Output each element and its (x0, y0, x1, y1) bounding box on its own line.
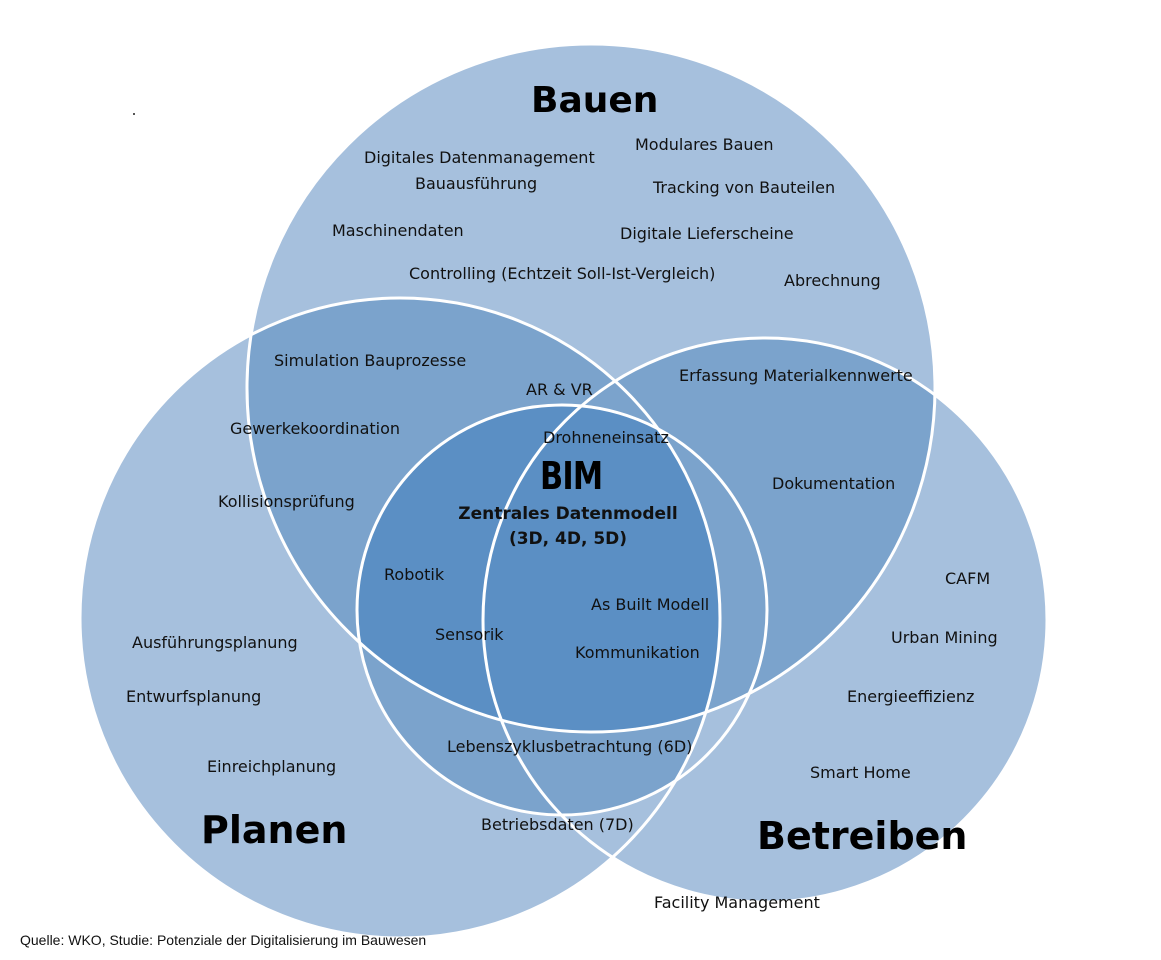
betreiben-item: Facility Management (654, 893, 820, 912)
betreiben-item: CAFM (945, 569, 991, 588)
planen-item: Einreichplanung (207, 757, 337, 776)
center-line-1: Zentrales Datenmodell (458, 504, 678, 524)
bauen-item: Maschinendaten (332, 221, 464, 240)
planen-betreiben-item: Betriebsdaten (7D) (481, 815, 634, 834)
bauen-betreiben-item: Erfassung Materialkennwerte (679, 366, 913, 385)
bauen-item: Digitales Datenmanagement (364, 148, 595, 167)
bauen-item: Controlling (Echtzeit Soll-Ist-Vergleich… (409, 264, 716, 283)
center-item: Sensorik (435, 625, 504, 644)
bauen-item: Abrechnung (784, 271, 881, 290)
planen-betreiben-item: Lebenszyklusbetrachtung (6D) (447, 737, 693, 756)
center-item: Drohneneinsatz (543, 428, 669, 447)
planen-item: Entwurfsplanung (126, 687, 262, 706)
outline-planen-betreiben (355, 403, 769, 817)
source-note: Quelle: WKO, Studie: Potenziale der Digi… (20, 932, 427, 948)
bauen-planen-item: Gewerkekoordination (230, 419, 401, 438)
title-betreiben: Betreiben (757, 814, 968, 858)
betreiben-item: Smart Home (810, 763, 911, 782)
outline-planen (78, 296, 722, 940)
center-item: AR & VR (526, 380, 593, 399)
stray-dot (133, 113, 135, 115)
outline-bauen (245, 42, 937, 734)
betreiben-item: Urban Mining (891, 628, 998, 647)
center-line-2: (3D, 4D, 5D) (508, 529, 628, 549)
bauen-planen-item: Simulation Bauprozesse (274, 351, 467, 370)
bauen-planen-item: Kollisionsprüfung (218, 492, 355, 511)
bauen-item: Bauausführung (415, 174, 538, 193)
center-item: As Built Modell (591, 595, 710, 614)
bauen-item: Modulares Bauen (635, 135, 774, 154)
center-item: Robotik (384, 565, 445, 584)
bauen-item: Tracking von Bauteilen (653, 178, 836, 197)
bauen-item: Digitale Lieferscheine (620, 224, 794, 243)
bim-title: BIM (540, 454, 603, 498)
title-bauen: Bauen (531, 80, 659, 121)
planen-item: Ausführungsplanung (132, 633, 298, 652)
bauen-betreiben-item: Dokumentation (772, 474, 896, 493)
center-item: Kommunikation (575, 643, 700, 662)
outline-betreiben (481, 336, 1049, 904)
title-planen: Planen (201, 808, 348, 852)
betreiben-item: Energieeffizienz (847, 687, 975, 706)
